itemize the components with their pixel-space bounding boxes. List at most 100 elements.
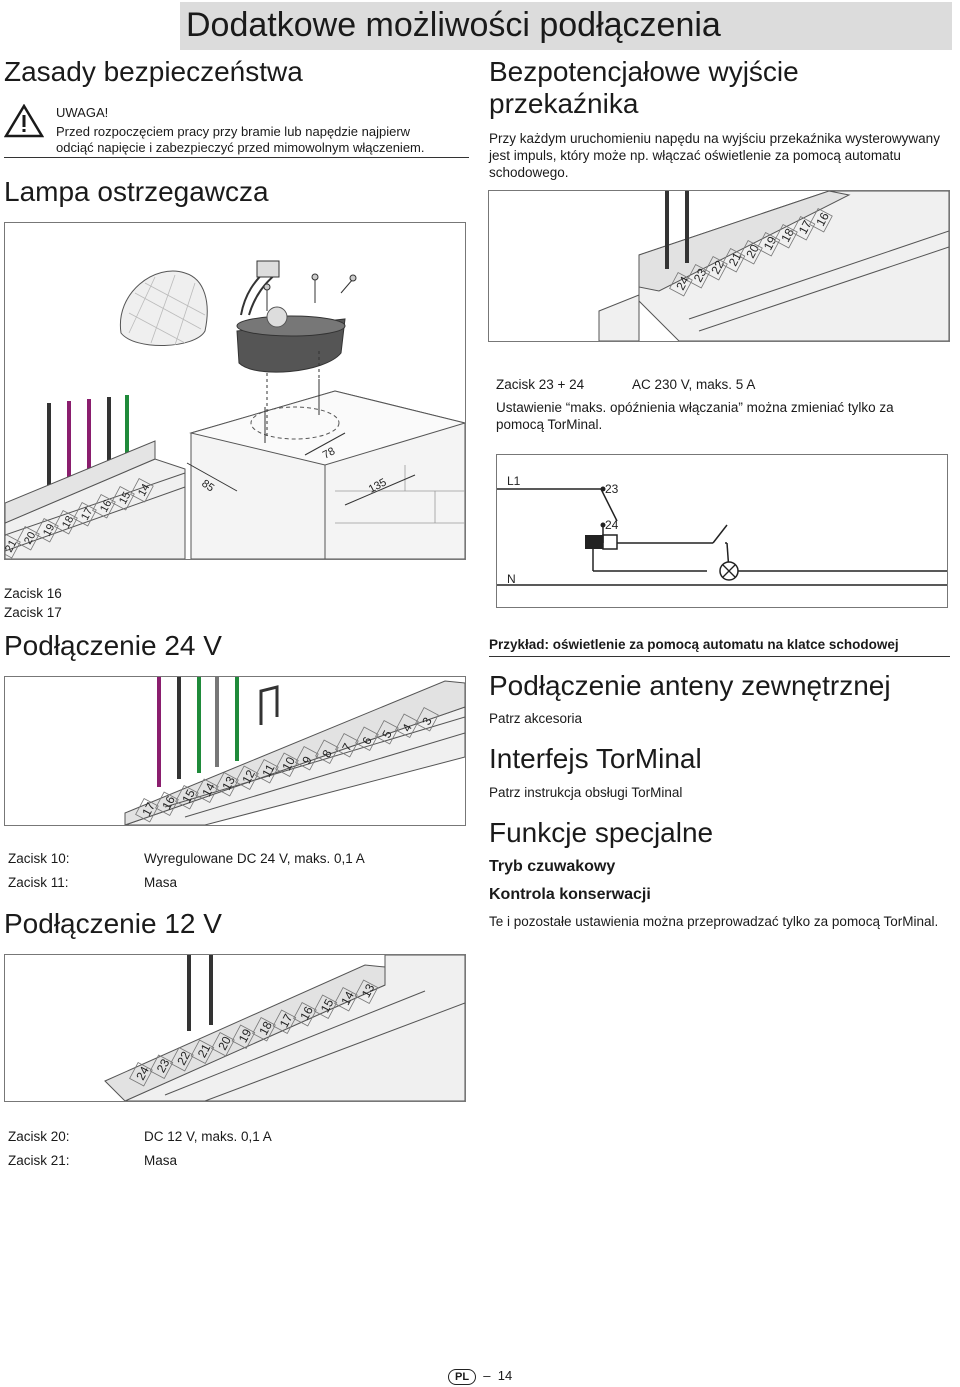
terminal-cell [334,986,358,1012]
terminal-cell [809,207,833,233]
conn12-row2-value: Masa [144,1153,178,1168]
terminal-cell [135,797,159,823]
terminal-cell [774,223,798,249]
terminal-cell [129,1061,153,1087]
conn12-row1-value: DC 12 V, maks. 0,1 A [144,1129,272,1144]
terminal-cell [355,726,379,751]
terminal-cell [16,525,40,551]
terminal-cell [170,1046,194,1072]
special-text: Te i pozostałe ustawienia można przeprow… [489,914,939,929]
relay-title-2: przekaźnika [489,88,639,119]
relay-text-3: schodowego. [489,165,569,180]
terminal-cell [721,247,746,273]
terminal-label: 20 [743,242,762,261]
relay-setting-2: pomocą TorMinal. [496,417,603,432]
relay-spec-label: Zacisk 23 + 24 [496,377,585,392]
terminal-label: 22 [708,258,727,277]
terminal-label: 13 [219,774,238,793]
conn12-title: Podłączenie 12 V [4,908,222,939]
safety-title: Zasady bezpieczeństwa [4,56,303,87]
terminal-label: 22 [174,1049,193,1068]
divider [4,157,469,158]
circuit-24: 24 [605,518,619,532]
terminal-cell [395,713,419,738]
circuit-23: 23 [605,482,619,496]
special-sub-2: Kontrola konserwacji [489,886,651,903]
terminal-label: 15 [318,996,337,1015]
relay-spec-value: AC 230 V, maks. 5 A [632,377,756,392]
terminal-cell [155,791,179,816]
conn24-row2-value: Masa [144,875,178,890]
terminal-label: 19 [41,522,57,538]
terminal-cell [293,1001,317,1027]
terminal-cell [195,778,219,803]
terminal-label: 16 [297,1004,316,1023]
terminal-cell [686,263,711,289]
terminal-label: 13 [359,981,378,1000]
terminal-label: 14 [199,780,218,799]
terminal-label: 19 [236,1026,255,1045]
terminal-cell [235,765,259,790]
terminal-label: 24 [133,1064,152,1083]
terminal-label: 21 [195,1041,214,1060]
terminal-cell [756,231,781,257]
lamp-note-1: Zacisk 16 [4,586,62,601]
antenna-text: Patrz akcesoria [489,711,583,726]
terminal-label: 15 [179,787,198,806]
page-title: Dodatkowe możliwości podłączenia [186,6,721,44]
terminal-label: 18 [256,1019,275,1038]
conn24-row1-label: Zacisk 10: [8,851,70,866]
circuit-diagram: L1 23 24 N [496,454,948,608]
warning-label: UWAGA! [56,105,109,120]
dim-78: 78 [321,445,337,461]
terminal-cell [130,477,154,503]
terminal-label: 14 [136,482,152,498]
lamp-note-2: Zacisk 17 [4,605,62,620]
header-bar [180,2,952,50]
antenna-title: Podłączenie anteny zewnętrznej [489,670,891,701]
terminal-cell [231,1024,256,1049]
relay-title-1: Bezpotencjałowe wyjście [489,56,799,87]
circuit-caption: Przykład: oświetlenie za pomocą automatu… [489,637,899,652]
terminal-label: 17 [79,506,95,522]
circuit-n: N [507,572,516,586]
language-badge: PL [448,1369,477,1385]
conn12-row2-label: Zacisk 21: [8,1153,70,1168]
terminal-cell [669,271,693,297]
terminal-label: 23 [154,1056,173,1075]
relay-text-1: Przy każdym uruchomieniu napędu na wyjśc… [489,131,940,146]
page-number: 14 [497,1368,513,1383]
warning-icon [3,103,45,143]
conn12-row1-label: Zacisk 20: [8,1129,70,1144]
terminal-label: 20 [22,530,38,546]
terminal-cell [35,517,59,543]
warning-text-1: Przed rozpoczęciem pracy przy bramie lub… [56,124,411,139]
divider-2 [489,656,950,657]
terminal-cell [211,1031,235,1057]
terminal-cell [315,739,339,764]
terminal-cell [175,784,199,810]
terminal-cell [335,732,359,758]
terminal-label: 17 [277,1011,296,1030]
terminal-cell [295,745,319,771]
special-title: Funkcje specjalne [489,817,714,848]
terminal-cell [255,758,279,784]
terminal-label: 14 [338,989,357,1008]
terminal-cell [375,719,399,745]
terminal-cell [111,485,135,511]
terminal-cell [92,493,116,519]
terminal-label: 16 [159,793,178,812]
terminal-label: 17 [796,218,815,237]
terminal-label: 16 [813,210,832,229]
terminal-cell [704,255,728,281]
terminal-label: 18 [60,514,76,530]
footer: PL – 14 [448,1368,512,1385]
terminal-label: 12 [239,767,258,786]
terminal-cell [313,994,338,1019]
terminal-label: 24 [673,274,692,293]
terminal-cell [354,979,379,1004]
terminal-label: 19 [761,234,780,253]
